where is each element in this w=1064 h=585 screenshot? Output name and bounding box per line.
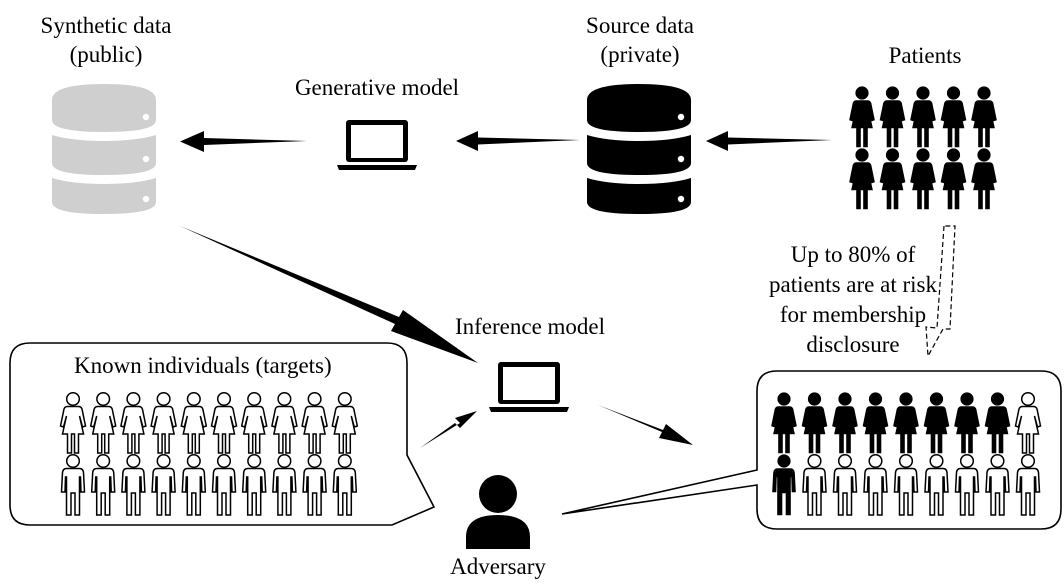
patient-figure-icon <box>971 148 997 210</box>
known-individuals-label: Known individuals (targets) <box>74 353 332 378</box>
patient-figure-icon <box>849 148 875 210</box>
risk-annotation: Up to 80% of patients are at risk for me… <box>740 240 966 360</box>
arrow-patients-to-source <box>706 131 832 151</box>
patient-figure-icon <box>849 86 875 148</box>
risk-line-1: Up to 80% of <box>790 242 916 267</box>
inference-model-laptop-icon <box>489 362 569 412</box>
patients-group <box>849 86 997 210</box>
synthetic-data-subtitle: (public) <box>69 41 143 67</box>
synthetic-data-label: Synthetic data (public) <box>18 12 194 70</box>
patient-figure-icon <box>879 148 906 210</box>
risk-line-2: patients are at risk <box>769 271 937 297</box>
source-data-subtitle: (private) <box>600 41 680 67</box>
source-data-title: Source data <box>586 13 694 38</box>
arrow-synthetic-to-inference <box>180 226 478 363</box>
synthetic-database-icon <box>52 84 156 214</box>
patient-figure-icon <box>910 148 936 210</box>
arrow-generative-to-synthetic <box>180 131 307 152</box>
source-data-label: Source data (private) <box>555 12 725 70</box>
arrow-source-to-generative <box>456 131 580 151</box>
generative-model-label: Generative model <box>294 75 460 100</box>
arrow-inference-to-result <box>598 405 693 445</box>
synthetic-data-title: Synthetic data <box>40 13 172 38</box>
dashed-risk-arrow <box>925 225 956 359</box>
patient-figure-icon <box>879 86 906 148</box>
patient-figure-icon <box>910 86 936 148</box>
adversary-label: Adversary <box>450 554 546 579</box>
risk-line-3: for membership <box>779 301 927 327</box>
generative-model-laptop-icon <box>337 120 417 170</box>
flow-arrows <box>180 131 832 448</box>
inference-model-label: Inference model <box>454 314 606 339</box>
source-database-icon <box>587 84 691 214</box>
patient-figure-icon <box>940 86 967 148</box>
patient-figure-icon <box>940 148 967 210</box>
risk-line-4: disclosure <box>806 331 900 357</box>
patients-label: Patients <box>888 43 962 68</box>
adversary-icon <box>466 475 530 549</box>
patient-figure-icon <box>971 86 997 148</box>
arrow-known-to-inference <box>420 411 477 448</box>
